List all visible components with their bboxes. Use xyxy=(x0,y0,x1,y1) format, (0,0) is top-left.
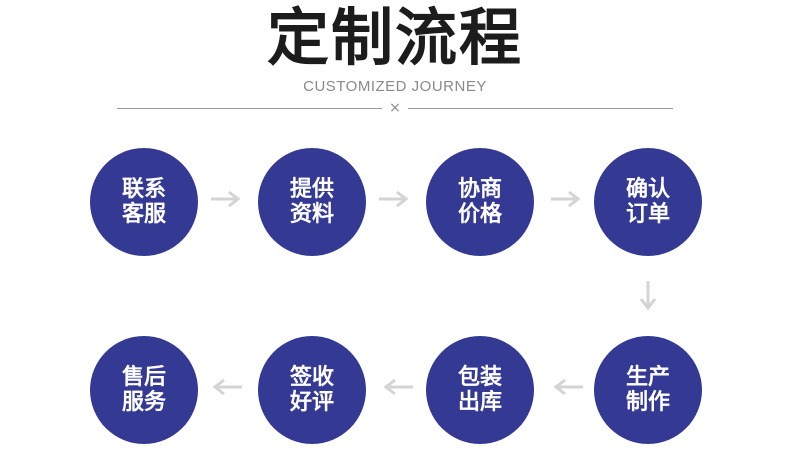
step-pack-ship: 包装出库 xyxy=(426,336,534,444)
step-label: 包装出库 xyxy=(457,365,502,415)
arrow-right-icon xyxy=(211,190,243,208)
step-label: 确认订单 xyxy=(625,177,670,227)
arrow-right-icon xyxy=(379,190,411,208)
divider-close-icon: × xyxy=(389,100,401,116)
step-label: 提供资料 xyxy=(289,177,334,227)
step-production: 生产制作 xyxy=(594,336,702,444)
step-label: 协商价格 xyxy=(457,177,502,227)
step-label: 联系客服 xyxy=(121,177,166,227)
divider-left xyxy=(117,108,382,109)
arrow-left-icon xyxy=(551,378,583,396)
page-subtitle: CUSTOMIZED JOURNEY xyxy=(303,78,487,95)
page-title: 定制流程 xyxy=(266,1,523,74)
step-label: 售后服务 xyxy=(121,365,166,415)
step-label: 生产制作 xyxy=(625,365,670,415)
step-contact-service: 联系客服 xyxy=(90,148,198,256)
arrow-right-icon xyxy=(551,190,583,208)
step-sign-review: 签收好评 xyxy=(258,336,366,444)
step-negotiate-price: 协商价格 xyxy=(426,148,534,256)
step-after-sales: 售后服务 xyxy=(90,336,198,444)
arrow-left-icon xyxy=(210,378,242,396)
step-label: 签收好评 xyxy=(289,365,334,415)
arrow-down-icon xyxy=(639,281,657,313)
step-confirm-order: 确认订单 xyxy=(594,148,702,256)
arrow-left-icon xyxy=(381,378,413,396)
step-provide-materials: 提供资料 xyxy=(258,148,366,256)
divider-right xyxy=(408,108,673,109)
